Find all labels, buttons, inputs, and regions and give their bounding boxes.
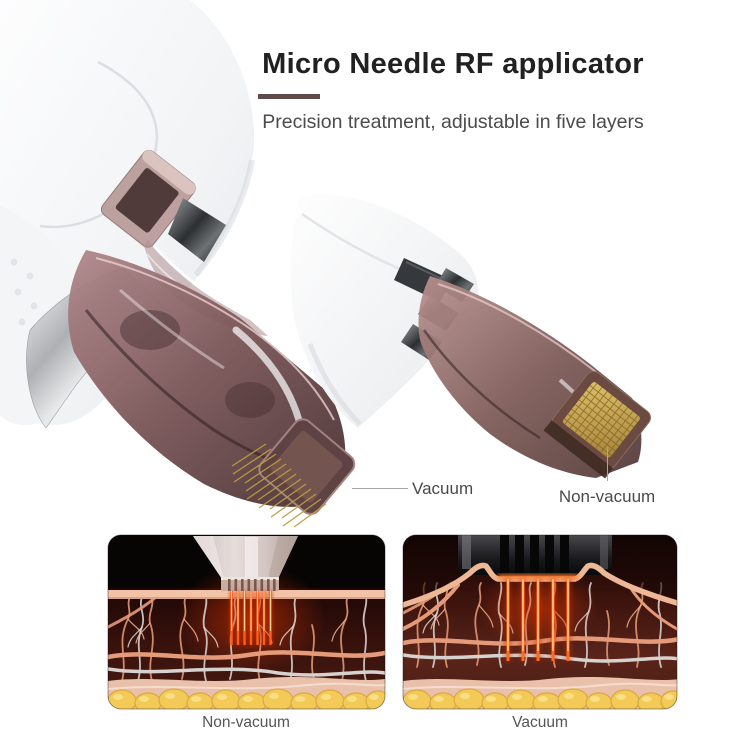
diagram-label-vacuum: Vacuum xyxy=(512,714,568,731)
handpiece-non-vacuum xyxy=(290,194,651,479)
grip-dots xyxy=(10,258,38,326)
needle-grid-tip xyxy=(543,370,651,479)
handpiece-vacuum xyxy=(0,0,356,528)
needle-plate xyxy=(258,418,356,515)
vacuum-callout-line xyxy=(352,488,408,489)
rf-needles-non-vacuum xyxy=(229,591,273,645)
skin-diagrams xyxy=(107,534,678,710)
product-photo xyxy=(0,0,651,528)
non-vacuum-callout-line xyxy=(607,447,608,481)
applicator-vacuum xyxy=(458,535,612,575)
applicator-non-vacuum xyxy=(193,536,298,591)
cartridge-clamp xyxy=(100,149,196,248)
handle-body-2 xyxy=(290,194,479,428)
page-title: Micro Needle RF applicator xyxy=(262,48,644,80)
page-subtitle: Precision treatment, adjustable in five … xyxy=(262,111,644,133)
diagram-label-non-vacuum: Non-vacuum xyxy=(202,714,290,731)
non-vacuum-callout-label: Non-vacuum xyxy=(558,487,656,506)
vacuum-callout-label: Vacuum xyxy=(412,479,474,498)
rf-needles-vacuum xyxy=(505,579,571,661)
diagram-vacuum xyxy=(403,535,677,709)
diagram-non-vacuum xyxy=(108,535,385,709)
title-divider xyxy=(258,94,320,99)
gold-needles xyxy=(231,443,327,528)
cartridge-body xyxy=(68,250,346,507)
